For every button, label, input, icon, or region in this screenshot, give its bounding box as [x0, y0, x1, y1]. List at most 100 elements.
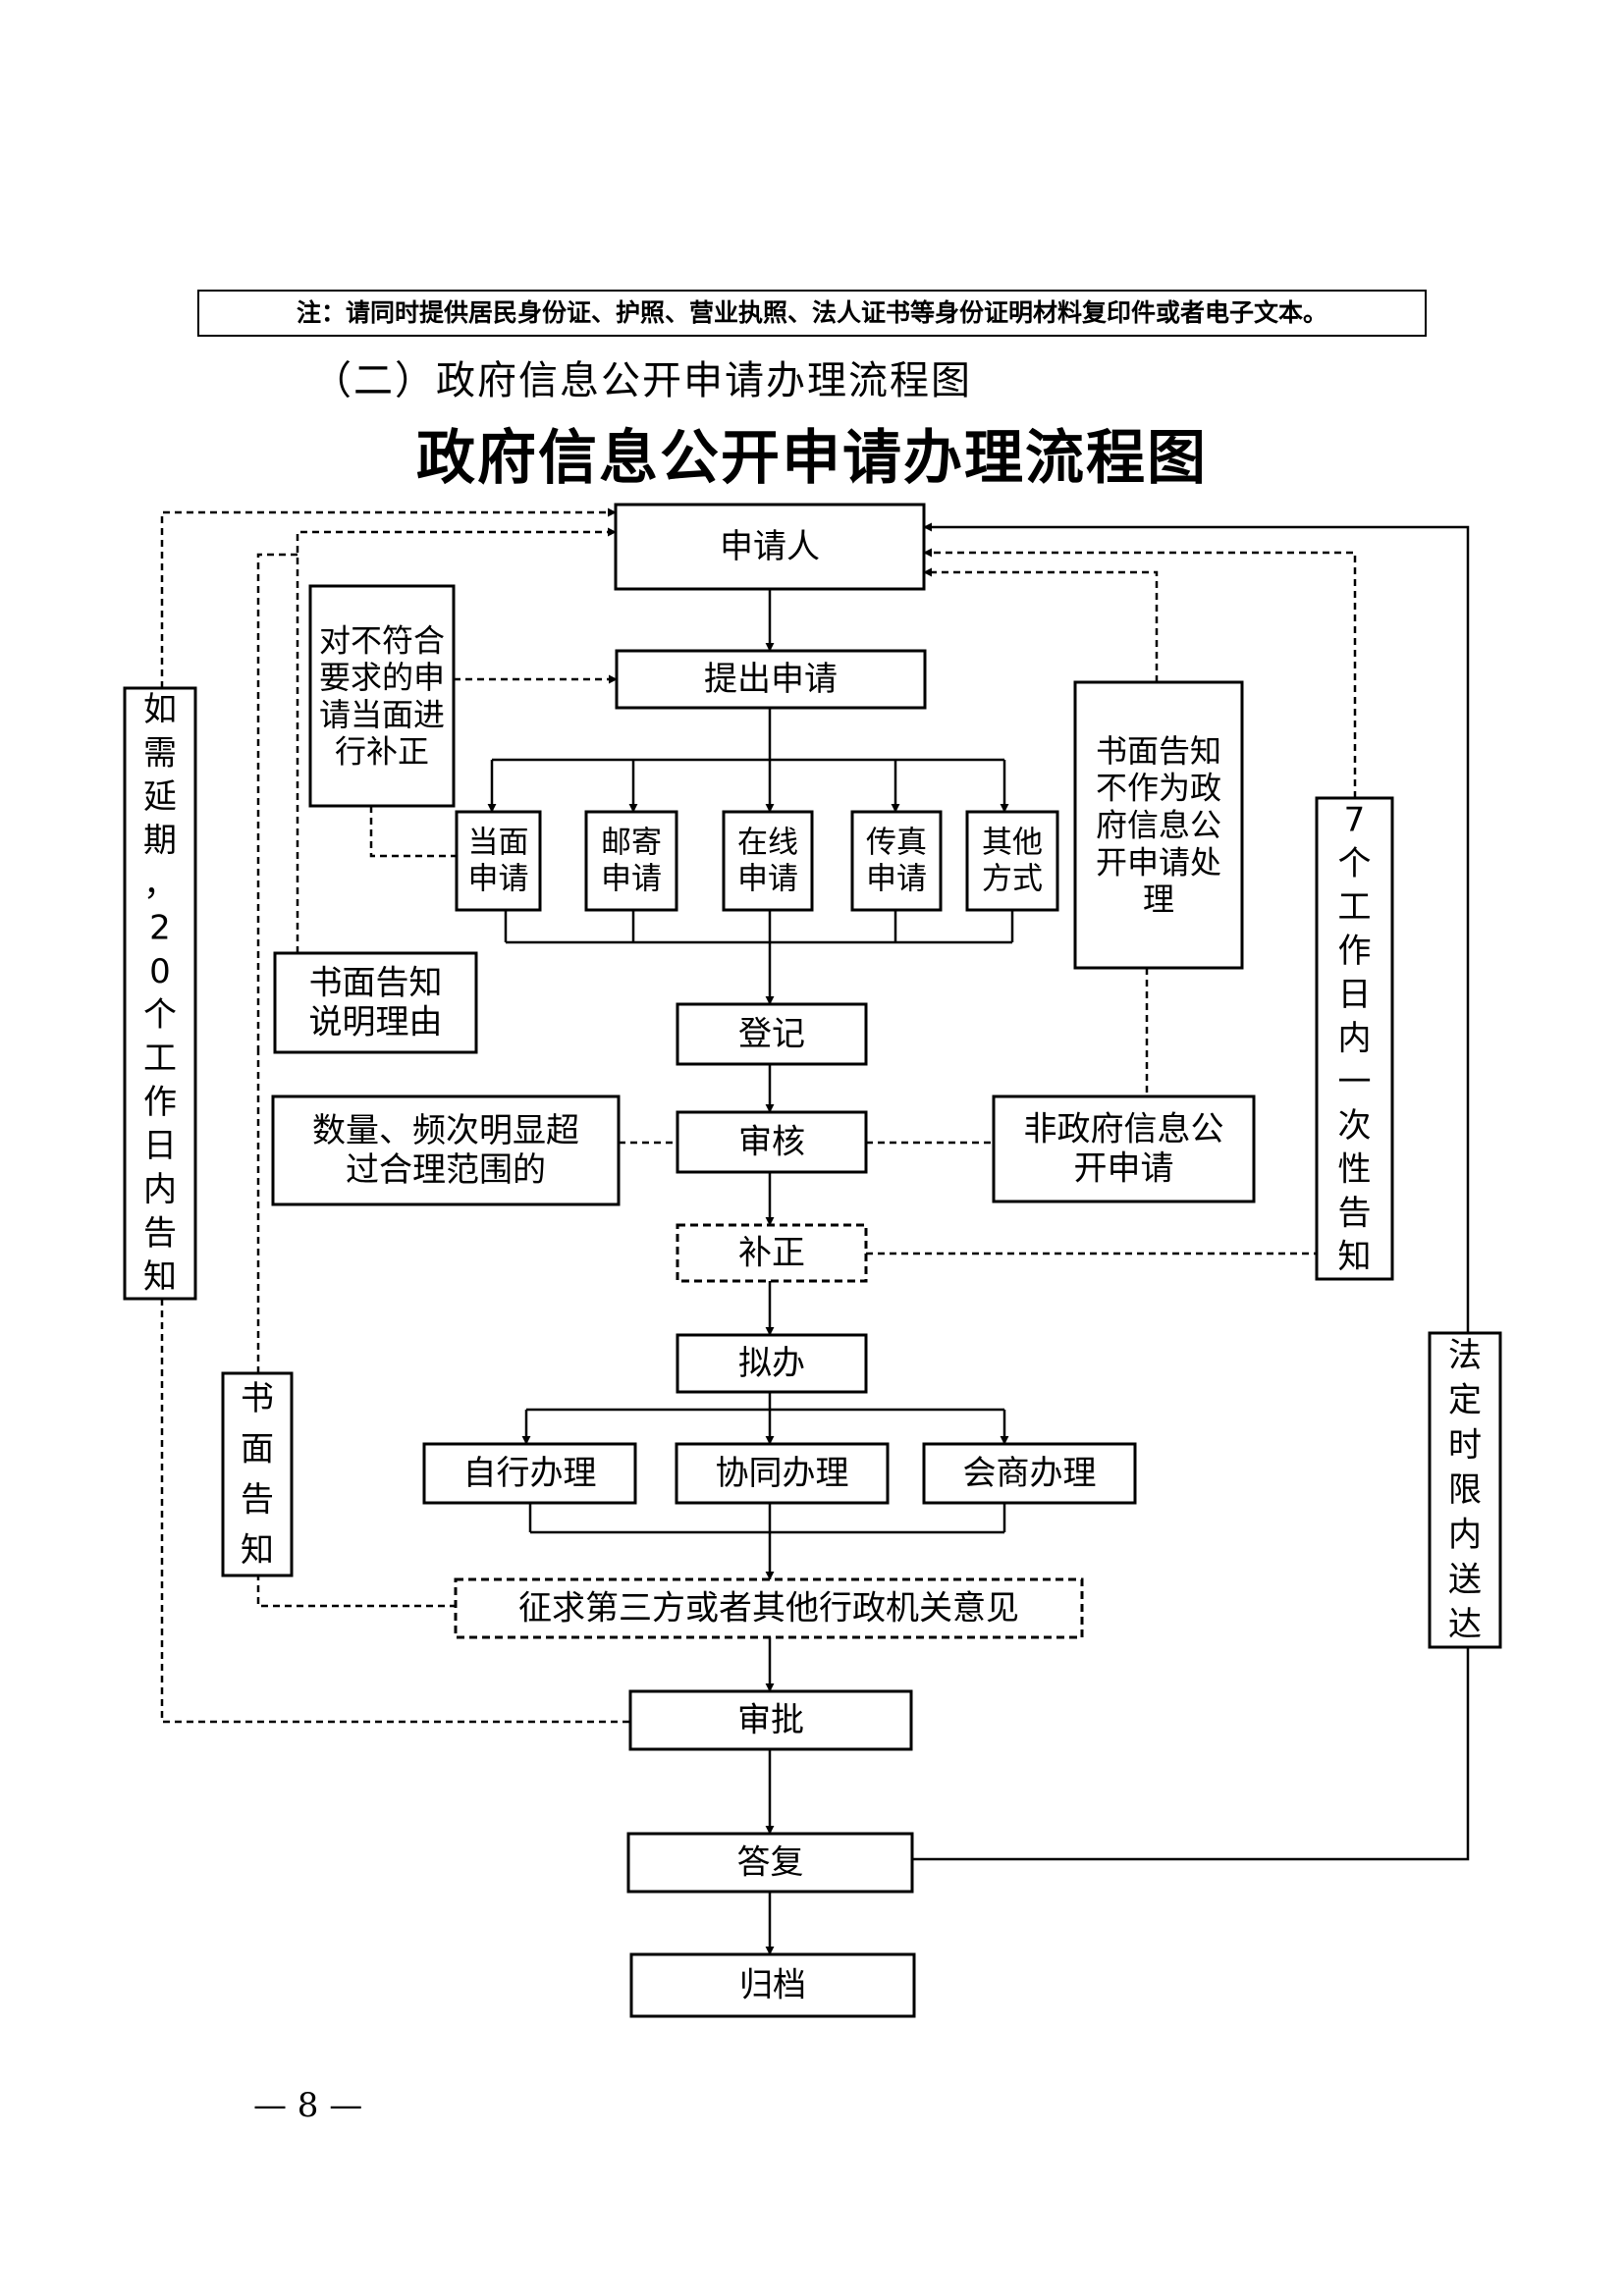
node-label-line: 要求的申: [319, 659, 445, 696]
node-label-line: 定: [1448, 1381, 1482, 1420]
node-supplement: 补正: [676, 1223, 868, 1283]
node-label-line: 时: [1448, 1425, 1482, 1465]
node-label-line: 性: [1338, 1150, 1372, 1190]
node-label-line: 在线: [737, 826, 798, 861]
node-label-line: 7: [1344, 800, 1366, 839]
connector-39: [923, 548, 1357, 798]
node-label-line: 数量、频次明显超: [312, 1111, 579, 1150]
connector-40: [160, 507, 617, 688]
node-label-line: 期: [143, 822, 177, 861]
node-label-line: 2: [149, 908, 171, 947]
node-consult-handle: 会商办理: [922, 1442, 1137, 1505]
node-applicant: 申请人: [614, 503, 926, 591]
note-box: 注：请同时提供居民身份证、护照、营业执照、法人证书等身份证明材料复印件或者电子文…: [197, 290, 1427, 337]
subheading: （二）政府信息公开申请办理流程图: [312, 358, 972, 403]
node-label-line: 请当面进: [319, 696, 445, 733]
page-title: 政府信息公开申请办理流程图: [416, 424, 1208, 493]
node-draft: 拟办: [676, 1333, 868, 1394]
node-label-line: 补正: [738, 1234, 805, 1273]
node-label-line: 需: [143, 734, 177, 774]
node-label-line: 个: [143, 995, 177, 1035]
node-submit: 提出申请: [615, 649, 927, 710]
node-label-line: 如: [143, 690, 177, 729]
node-label-line: 不作为政: [1096, 770, 1221, 807]
node-label-line: 会商办理: [963, 1454, 1097, 1493]
node-label-line: 个: [1338, 844, 1372, 883]
node-label-line: 0: [149, 952, 171, 991]
node-label-line: 邮寄: [601, 826, 662, 861]
node-register: 登记: [676, 1002, 868, 1066]
node-label-line: 书: [241, 1379, 274, 1418]
node-self-handle: 自行办理: [422, 1442, 637, 1505]
node-label-line: 征求第三方或者其他行政机关意见: [518, 1589, 1019, 1629]
node-label-line: 申请: [601, 861, 662, 896]
node-label-line: 开申请: [1074, 1149, 1174, 1189]
connector-46: [256, 553, 298, 1052]
node-label-line: 方式: [982, 861, 1043, 896]
node-label-line: 知: [143, 1257, 177, 1297]
node-label-line: 日: [1338, 975, 1372, 1014]
node-label-line: 内: [1338, 1019, 1372, 1058]
node-label-line: 延: [143, 777, 177, 817]
node-label-line: ，: [143, 865, 177, 904]
node-label-line: 作: [143, 1083, 177, 1122]
node-joint-handle: 协同办理: [675, 1442, 890, 1505]
node-label-line: 答复: [737, 1843, 804, 1883]
node-label-line: 书面告知: [1096, 732, 1221, 770]
connector-32: [369, 806, 457, 858]
node-label-line: 日: [143, 1127, 177, 1166]
node-label-line: 申请: [737, 861, 798, 896]
node-label-line: 申请人: [720, 527, 820, 566]
node-label-line: 说明理由: [309, 1003, 443, 1042]
node-label-line: 书面告知: [309, 963, 443, 1002]
node-label-line: 申请: [468, 861, 529, 896]
node-label-line: 审核: [738, 1123, 805, 1162]
node-label-line: 登记: [738, 1015, 805, 1054]
connector-37: [923, 567, 1159, 682]
node-label-line: 知: [241, 1530, 274, 1570]
note-text: 注：请同时提供居民身份证、护照、营业执照、法人证书等身份证明材料复印件或者电子文…: [296, 298, 1327, 327]
node-label-line: 提出申请: [704, 660, 838, 699]
node-label-line: 送: [1448, 1560, 1482, 1599]
node-label-line: 次: [1338, 1106, 1372, 1146]
node-label-line: 申请: [866, 861, 927, 896]
node-label-line: 传真: [866, 826, 927, 861]
node-archive: 归档: [629, 1952, 916, 2018]
node-label-line: 府信息公: [1096, 807, 1221, 844]
node-label-line: 限: [1448, 1470, 1482, 1510]
node-label-line: 理: [1143, 881, 1174, 918]
node-label-line: 当面: [468, 826, 529, 861]
connector-41: [160, 1299, 630, 1724]
node-label-line: 审批: [737, 1701, 804, 1740]
node-label-line: 作: [1338, 932, 1372, 971]
node-label-line: 协同办理: [716, 1454, 849, 1493]
node-label-line: 非政府信息公: [1024, 1109, 1224, 1148]
node-label-line: 其他: [982, 826, 1043, 861]
node-label-line: 自行办理: [463, 1454, 597, 1493]
node-reply: 答复: [626, 1832, 914, 1894]
node-label-line: 告: [1338, 1194, 1372, 1233]
node-label-line: 知: [1338, 1238, 1372, 1277]
node-review: 审核: [676, 1110, 868, 1174]
node-label-line: 法: [1448, 1336, 1482, 1375]
node-label-line: 一: [1338, 1063, 1372, 1102]
node-approve: 审批: [628, 1689, 913, 1751]
node-label-line: 告: [143, 1213, 177, 1253]
node-solicit: 征求第三方或者其他行政机关意见: [454, 1577, 1084, 1639]
node-label-line: 开申请处: [1096, 843, 1221, 881]
node-label-line: 行补正: [335, 733, 429, 771]
node-written-notice: 书面告知: [221, 1371, 294, 1577]
